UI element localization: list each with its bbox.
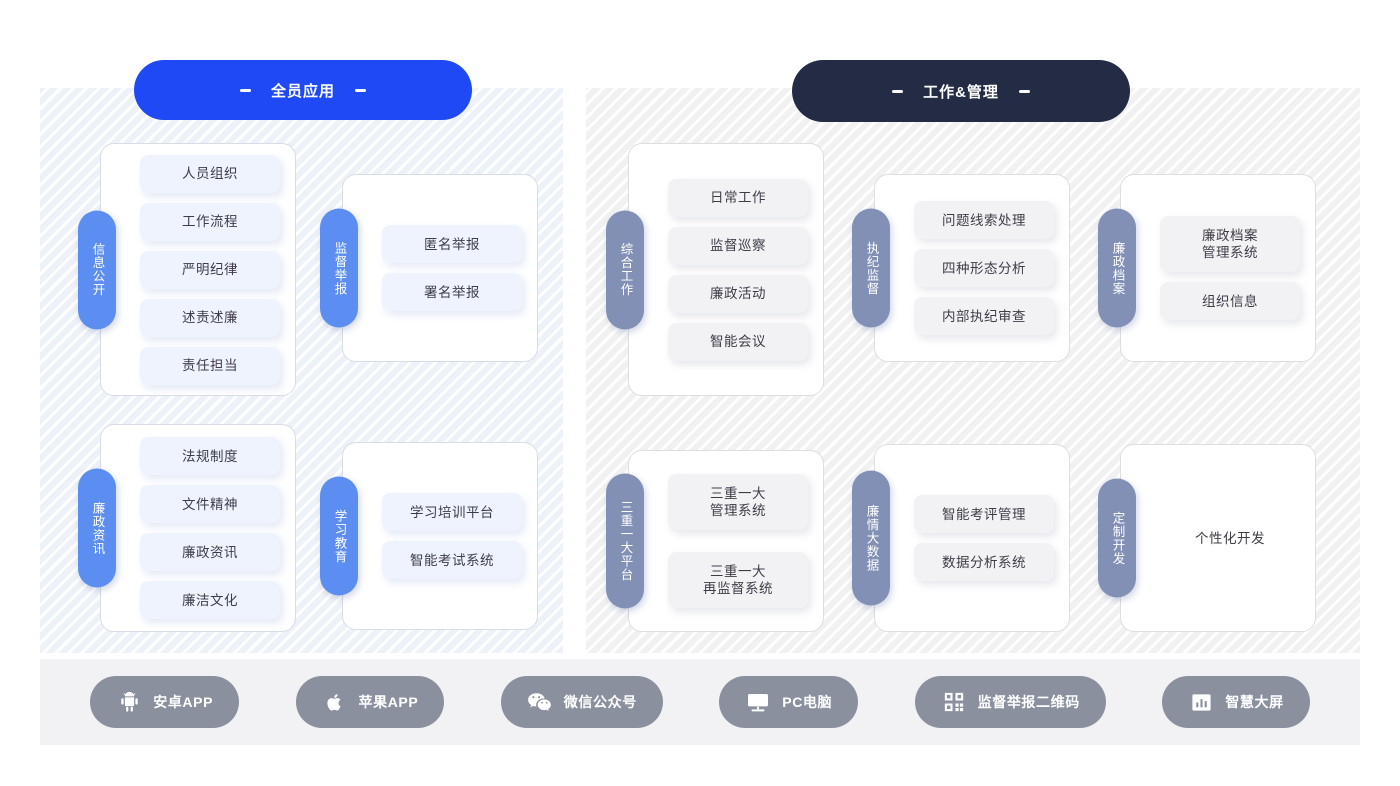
group-items: 个性化开发	[1160, 444, 1300, 632]
group-integrity-news[interactable]: 廉政资讯 法规制度 文件精神 廉政资讯 廉洁文化	[78, 424, 296, 632]
platform-button-wechat[interactable]: 微信公众号	[500, 676, 663, 728]
group-items: 匿名举报 署名举报	[382, 174, 522, 362]
platform-label: 安卓APP	[153, 694, 214, 710]
bar-chart-screen-icon	[1188, 689, 1214, 715]
dash-left-icon	[239, 88, 251, 92]
group-items: 日常工作 监督巡察 廉政活动 智能会议	[668, 143, 808, 396]
group-tab-label[interactable]: 廉政资讯	[78, 468, 116, 588]
list-item[interactable]: 廉政档案 管理系统	[1160, 216, 1300, 272]
list-item[interactable]: 署名举报	[382, 273, 522, 311]
group-tab-label[interactable]: 信息公开	[78, 210, 116, 329]
android-icon	[116, 689, 142, 715]
list-item[interactable]: 内部执纪审查	[914, 297, 1054, 335]
list-item[interactable]: 人员组织	[140, 154, 280, 193]
monitor-icon	[745, 689, 771, 715]
list-item-line: 廉政档案	[1202, 228, 1258, 243]
list-item[interactable]: 智能考评管理	[914, 495, 1054, 533]
group-tab-label[interactable]: 定制开发	[1098, 478, 1136, 598]
platform-button-smart-screen[interactable]: 智慧大屏	[1162, 676, 1310, 728]
platform-label: 智慧大屏	[1225, 694, 1284, 710]
group-tab-label[interactable]: 学习教育	[320, 476, 358, 596]
list-item[interactable]: 组织信息	[1160, 282, 1300, 320]
group-tab-label[interactable]: 执纪监督	[852, 208, 890, 328]
group-tab-label[interactable]: 廉政档案	[1098, 208, 1136, 328]
platform-label: 监督举报二维码	[977, 694, 1080, 710]
group-card	[342, 442, 538, 630]
group-card	[1120, 444, 1316, 632]
group-study-education[interactable]: 学习教育 学习培训平台 智能考试系统	[320, 442, 538, 630]
dash-right-icon	[1018, 89, 1030, 93]
list-item-line: 管理系统	[1202, 245, 1258, 260]
work-management-section-header: 工作&管理	[792, 60, 1130, 122]
group-integrity-archive[interactable]: 廉政档案 廉政档案 管理系统 组织信息	[1098, 174, 1316, 362]
group-supervision-report[interactable]: 监督举报 匿名举报 署名举报	[320, 174, 538, 362]
list-item[interactable]: 三重一大 管理系统	[668, 474, 808, 530]
group-tab-label[interactable]: 综合工作	[606, 210, 644, 329]
group-tab-label[interactable]: 三重一大平台	[606, 473, 644, 609]
all-staff-section-title: 全员应用	[270, 82, 335, 100]
group-items: 学习培训平台 智能考试系统	[382, 442, 522, 630]
list-item[interactable]: 匿名举报	[382, 225, 522, 263]
list-item[interactable]: 廉政活动	[668, 274, 808, 313]
platform-button-android[interactable]: 安卓APP	[90, 676, 240, 728]
group-custom-development[interactable]: 定制开发 个性化开发	[1098, 444, 1316, 632]
list-item-line: 管理系统	[710, 503, 766, 518]
list-item[interactable]: 日常工作	[668, 178, 808, 217]
list-item-line: 三重一大	[710, 564, 766, 579]
dash-left-icon	[892, 89, 904, 93]
list-item[interactable]: 问题线索处理	[914, 201, 1054, 239]
list-item[interactable]: 个性化开发	[1195, 530, 1265, 546]
group-card	[874, 444, 1070, 632]
list-item[interactable]: 数据分析系统	[914, 543, 1054, 581]
list-item[interactable]: 三重一大 再监督系统	[668, 552, 808, 608]
dash-right-icon	[355, 88, 366, 92]
group-integrity-big-data[interactable]: 廉情大数据 智能考评管理 数据分析系统	[852, 444, 1070, 632]
list-item[interactable]: 监督巡察	[668, 226, 808, 265]
group-items: 人员组织 工作流程 严明纪律 述责述廉 责任担当	[140, 143, 280, 396]
wechat-icon	[527, 689, 553, 715]
group-three-major-one-big-platform[interactable]: 三重一大平台 三重一大 管理系统 三重一大 再监督系统	[606, 450, 824, 632]
list-item[interactable]: 责任担当	[140, 346, 280, 385]
apple-icon	[322, 689, 348, 715]
list-item[interactable]: 智能会议	[668, 322, 808, 361]
group-card	[342, 174, 538, 362]
group-discipline-supervision[interactable]: 执纪监督 问题线索处理 四种形态分析 内部执纪审查	[852, 174, 1070, 362]
group-items: 问题线索处理 四种形态分析 内部执纪审查	[914, 174, 1054, 362]
platform-button-report-qrcode[interactable]: 监督举报二维码	[914, 676, 1106, 728]
list-item[interactable]: 廉洁文化	[140, 581, 280, 619]
list-item[interactable]: 四种形态分析	[914, 249, 1054, 287]
list-item[interactable]: 工作流程	[140, 202, 280, 241]
platform-label: PC电脑	[782, 694, 833, 710]
group-information-disclosure[interactable]: 信息公开 人员组织 工作流程 严明纪律 述责述廉 责任担当	[78, 143, 296, 396]
all-staff-section-header: 全员应用	[134, 60, 472, 120]
group-comprehensive-work[interactable]: 综合工作 日常工作 监督巡察 廉政活动 智能会议	[606, 143, 824, 396]
list-item[interactable]: 述责述廉	[140, 298, 280, 337]
group-tab-label[interactable]: 监督举报	[320, 208, 358, 328]
group-items: 三重一大 管理系统 三重一大 再监督系统	[668, 450, 808, 632]
list-item[interactable]: 廉政资讯	[140, 533, 280, 571]
list-item[interactable]: 法规制度	[140, 437, 280, 475]
group-tab-label[interactable]: 廉情大数据	[852, 470, 890, 606]
list-item[interactable]: 学习培训平台	[382, 493, 522, 531]
list-item[interactable]: 文件精神	[140, 485, 280, 523]
platform-bar: 安卓APP 苹果APP 微信公众号	[40, 659, 1360, 745]
list-item[interactable]: 严明纪律	[140, 250, 280, 289]
list-item-line: 再监督系统	[703, 581, 773, 596]
list-item[interactable]: 智能考试系统	[382, 541, 522, 579]
platform-button-ios[interactable]: 苹果APP	[295, 676, 445, 728]
list-item-line: 三重一大	[710, 486, 766, 501]
qrcode-icon	[941, 689, 967, 715]
group-items: 廉政档案 管理系统 组织信息	[1160, 174, 1300, 362]
group-items: 智能考评管理 数据分析系统	[914, 444, 1054, 632]
platform-label: 微信公众号	[563, 694, 637, 710]
platform-button-pc[interactable]: PC电脑	[719, 676, 859, 728]
group-items: 法规制度 文件精神 廉政资讯 廉洁文化	[140, 424, 280, 632]
work-management-section-title: 工作&管理	[923, 83, 999, 101]
platform-label: 苹果APP	[358, 694, 419, 710]
